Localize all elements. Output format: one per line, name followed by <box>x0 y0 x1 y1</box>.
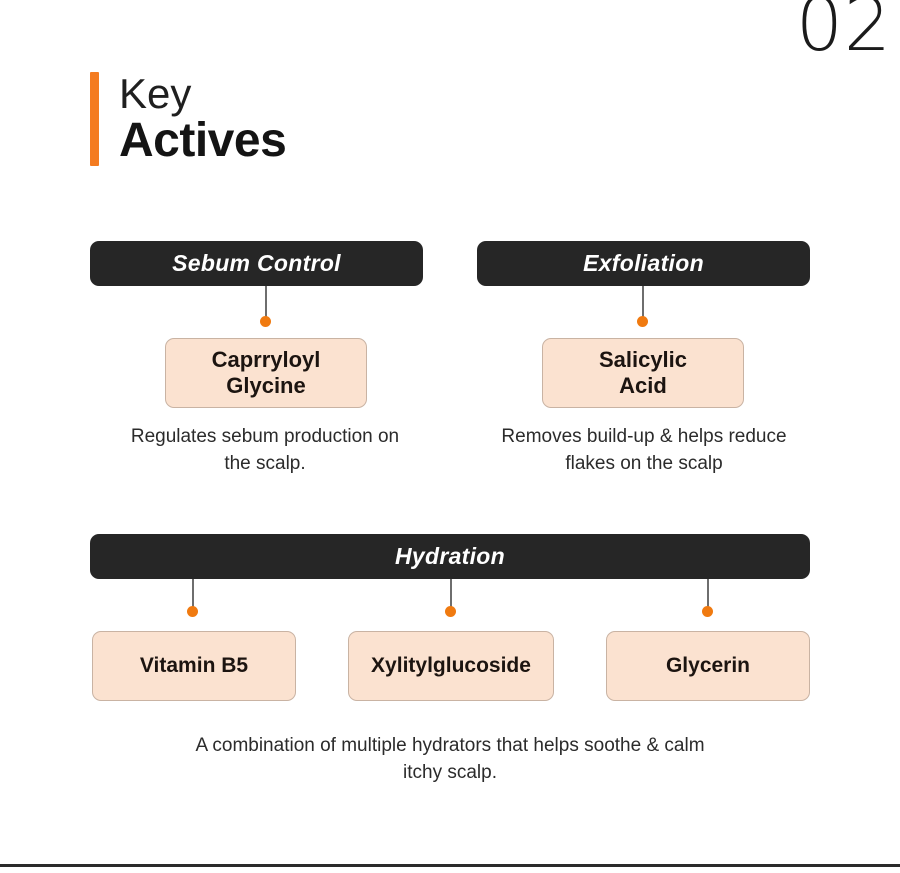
connector-line-glycerin <box>707 579 709 610</box>
connector-dot-exfoliation <box>637 316 648 327</box>
ingredient-label-line1: Caprryloyl <box>211 347 321 373</box>
connector-line-vitamin-b5 <box>192 579 194 610</box>
ingredient-box-caprylolyl-glycine[interactable]: Caprryloyl Glycine <box>165 338 367 408</box>
category-bar-sebum-control[interactable]: Sebum Control <box>90 241 423 286</box>
ingredient-label-line2: Glycine <box>226 373 306 398</box>
connector-line-sebum-control <box>265 286 267 319</box>
connector-dot-glycerin <box>702 606 713 617</box>
description-sebum-control: Regulates sebum production on the scalp. <box>130 426 400 474</box>
title-text-group: Key Actives <box>119 70 287 168</box>
ingredient-box-vitamin-b5[interactable]: Vitamin B5 <box>92 631 296 701</box>
ingredient-label-salicylic-acid: Salicylic Acid <box>599 347 687 399</box>
ingredient-label-line2: Acid <box>619 373 667 398</box>
ingredient-box-xylitylglucoside[interactable]: Xylitylglucoside <box>348 631 554 701</box>
title-line-key: Key <box>119 70 192 117</box>
connector-line-xylitylglucoside <box>450 579 452 610</box>
ingredient-label-caprylolyl-glycine: Caprryloyl Glycine <box>212 347 321 399</box>
category-bar-exfoliation[interactable]: Exfoliation <box>477 241 810 286</box>
footer-divider <box>0 864 900 867</box>
ingredient-box-glycerin[interactable]: Glycerin <box>606 631 810 701</box>
ingredient-box-salicylic-acid[interactable]: Salicylic Acid <box>542 338 744 408</box>
ingredient-label-line1: Salicylic <box>598 347 688 373</box>
page-title: Key Actives <box>90 70 287 168</box>
connector-dot-vitamin-b5 <box>187 606 198 617</box>
description-exfoliation: Removes build-up & helps reduce flakes o… <box>501 426 787 474</box>
connector-dot-xylitylglucoside <box>445 606 456 617</box>
title-line-actives: Actives <box>119 114 287 168</box>
connector-line-exfoliation <box>642 286 644 319</box>
connector-dot-sebum-control <box>260 316 271 327</box>
description-hydration: A combination of multiple hydrators that… <box>195 735 705 783</box>
page-number: 02 <box>795 0 892 68</box>
category-bar-hydration[interactable]: Hydration <box>90 534 810 579</box>
title-accent-bar <box>90 72 99 167</box>
